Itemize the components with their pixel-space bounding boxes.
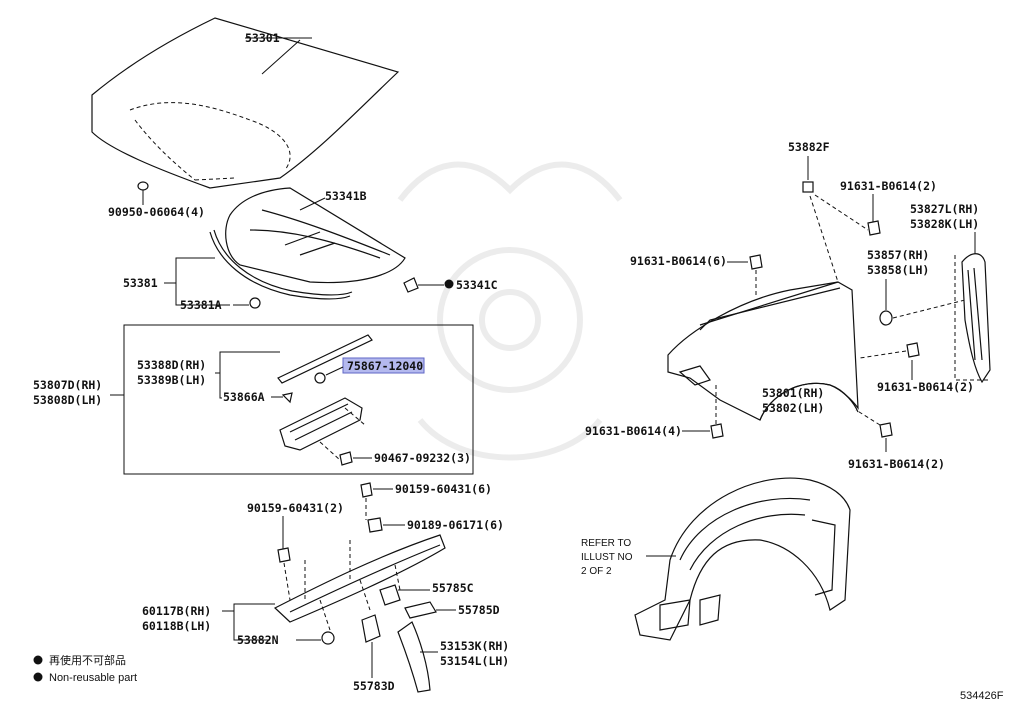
- seal-53388D[interactable]: [277, 334, 373, 384]
- seal-60117B[interactable]: [273, 534, 446, 623]
- label-53802[interactable]: 53802(LH): [762, 401, 824, 415]
- clip-53866A-icon[interactable]: [281, 392, 293, 404]
- label-90159-a[interactable]: 90159-60431(6): [395, 482, 492, 496]
- bolt-91631-a-icon[interactable]: [867, 220, 881, 236]
- legend-dot-1: [33, 655, 43, 665]
- label-53341C[interactable]: 53341C: [456, 278, 498, 292]
- label-90189[interactable]: 90189-06171(6): [407, 518, 504, 532]
- label-60118B[interactable]: 60118B(LH): [142, 619, 211, 633]
- label-53341B[interactable]: 53341B: [325, 189, 367, 203]
- pad-55785D[interactable]: [404, 601, 437, 619]
- label-53882F[interactable]: 53882F: [788, 140, 830, 154]
- legend-dot-2: [33, 672, 43, 682]
- label-53808D[interactable]: 53808D(LH): [33, 393, 102, 407]
- label-55783D[interactable]: 55783D: [353, 679, 395, 693]
- fender-liner-illust-2[interactable]: [634, 477, 851, 641]
- highlight-75867-12040: [342, 357, 425, 374]
- clip-53381A-icon[interactable]: [249, 297, 261, 309]
- label-53388D[interactable]: 53388D(RH): [137, 358, 206, 372]
- hood-53301[interactable]: [91, 17, 400, 189]
- pad-55785C[interactable]: [379, 584, 401, 606]
- label-53828K[interactable]: 53828K(LH): [910, 217, 979, 231]
- label-91631-b[interactable]: 91631-B0614(6): [630, 254, 727, 268]
- label-75867-12040[interactable]: 75867-12040: [347, 359, 423, 373]
- label-53857[interactable]: 53857(RH): [867, 248, 929, 262]
- bolt-90467-icon[interactable]: [339, 451, 353, 466]
- group-box-53807D: [123, 324, 474, 475]
- hood-seal-53381[interactable]: [209, 231, 351, 300]
- clip-53882F-icon[interactable]: [802, 181, 814, 193]
- bolt-91631-c-icon[interactable]: [906, 342, 920, 358]
- label-91631-a[interactable]: 91631-B0614(2): [840, 179, 937, 193]
- label-55785D[interactable]: 55785D: [458, 603, 500, 617]
- clip-90189-icon[interactable]: [367, 517, 383, 533]
- grommet-90950-icon[interactable]: [137, 181, 149, 191]
- bolt-91631-b-icon[interactable]: [749, 254, 763, 270]
- watermark-emblem: [397, 161, 623, 461]
- label-90159-b[interactable]: 90159-60431(2): [247, 501, 344, 515]
- label-90467[interactable]: 90467-09232(3): [374, 451, 471, 465]
- label-55785C[interactable]: 55785C: [432, 581, 474, 595]
- label-53858[interactable]: 53858(LH): [867, 263, 929, 277]
- label-91631-d[interactable]: 91631-B0614(4): [585, 424, 682, 438]
- refer-line-1: REFER TO: [581, 538, 631, 549]
- label-53827L[interactable]: 53827L(RH): [910, 202, 979, 216]
- seal-53153K[interactable]: [397, 621, 431, 693]
- non-reusable-dot-53341C: [444, 279, 454, 289]
- clip-53857-icon[interactable]: [879, 310, 893, 326]
- bolt-90159-b-icon[interactable]: [277, 547, 291, 563]
- label-53801[interactable]: 53801(RH): [762, 386, 824, 400]
- clip-75867-icon[interactable]: [314, 372, 326, 384]
- hood-insulator-53341B[interactable]: [225, 187, 406, 284]
- label-90950[interactable]: 90950-06064(4): [108, 205, 205, 219]
- label-53154L[interactable]: 53154L(LH): [440, 654, 509, 668]
- clip-53882N-icon[interactable]: [321, 631, 335, 645]
- refer-line-2: ILLUST NO: [581, 552, 633, 563]
- legend-jp: 再使用不可部品: [49, 653, 126, 667]
- label-53807D[interactable]: 53807D(RH): [33, 378, 102, 392]
- pad-55783D[interactable]: [361, 614, 381, 643]
- label-53866A[interactable]: 53866A: [223, 390, 265, 404]
- clip-53341C-icon[interactable]: [403, 277, 419, 293]
- label-91631-e[interactable]: 91631-B0614(2): [848, 457, 945, 471]
- refer-line-3: 2 OF 2: [581, 566, 612, 577]
- label-53381[interactable]: 53381: [123, 276, 158, 290]
- label-53882N[interactable]: 53882N: [237, 633, 279, 647]
- legend-en: Non-reusable part: [49, 672, 137, 684]
- label-91631-c[interactable]: 91631-B0614(2): [877, 380, 974, 394]
- label-53389B[interactable]: 53389B(LH): [137, 373, 206, 387]
- label-53153K[interactable]: 53153K(RH): [440, 639, 509, 653]
- bracket-53866[interactable]: [279, 397, 363, 451]
- fender-liner-53827L[interactable]: [961, 253, 991, 384]
- illustration-number: 534426F: [960, 690, 1004, 702]
- label-53301[interactable]: 53301: [245, 31, 280, 45]
- label-53381A[interactable]: 53381A: [180, 298, 222, 312]
- label-60117B[interactable]: 60117B(RH): [142, 604, 211, 618]
- bolt-91631-e-icon[interactable]: [879, 422, 893, 438]
- bolt-91631-d-icon[interactable]: [710, 423, 724, 439]
- bolt-90159-a-icon[interactable]: [360, 482, 373, 498]
